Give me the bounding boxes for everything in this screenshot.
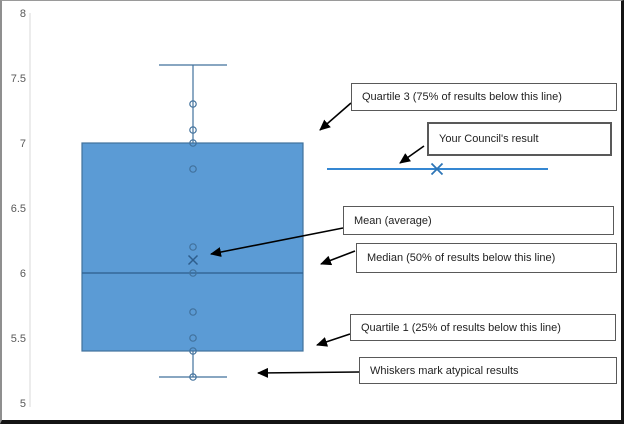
- annotation-quartile3: Quartile 3 (75% of results below this li…: [351, 83, 617, 111]
- council-result-marker: [430, 162, 444, 176]
- quartile3-arrow: [319, 102, 352, 131]
- data-point: [189, 334, 197, 342]
- y-tick-label: 6.5: [11, 203, 26, 215]
- data-point: [189, 165, 197, 173]
- median-arrow: [320, 250, 356, 266]
- quartile1-arrow: [316, 333, 351, 347]
- data-point: [189, 373, 197, 381]
- mean-marker: [187, 254, 199, 266]
- data-point: [189, 347, 197, 355]
- data-point: [189, 243, 197, 251]
- annotation-median: Median (50% of results below this line): [356, 243, 617, 273]
- data-point: [189, 308, 197, 316]
- whiskers-arrow: [257, 367, 360, 378]
- annotation-council-result: Your Council's result: [427, 122, 612, 156]
- data-point: [189, 100, 197, 108]
- y-tick-label: 7.5: [11, 73, 26, 85]
- y-tick-label: 6: [20, 268, 26, 280]
- y-tick-label: 5: [20, 398, 26, 410]
- data-point: [189, 269, 197, 277]
- y-tick-label: 5.5: [11, 333, 26, 345]
- annotation-quartile1: Quartile 1 (25% of results below this li…: [350, 314, 616, 341]
- data-point: [189, 139, 197, 147]
- annotation-whiskers: Whiskers mark atypical results: [359, 357, 617, 384]
- data-point: [189, 126, 197, 134]
- y-tick-label: 8: [20, 8, 26, 20]
- mean-arrow: [210, 227, 344, 257]
- council-arrow: [399, 145, 425, 164]
- iqr-box: [81, 142, 304, 352]
- y-tick-label: 7: [20, 138, 26, 150]
- annotation-mean: Mean (average): [343, 206, 614, 235]
